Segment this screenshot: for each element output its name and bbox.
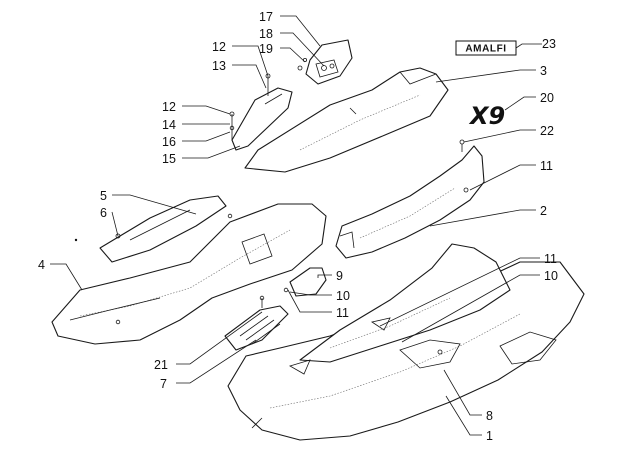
callout-12-top: 12 <box>212 40 226 54</box>
leader-lines <box>50 15 542 436</box>
callout-11-right: 11 <box>540 159 553 173</box>
part-23-brand-badge: AMALFI <box>455 40 517 56</box>
callout-14: 14 <box>162 118 176 132</box>
part-2-tunnel-panel <box>335 145 485 259</box>
part-1-side-panel <box>227 261 585 441</box>
part-4-leg-shield <box>51 203 327 345</box>
callout-1: 1 <box>486 429 493 443</box>
callout-11-lower: 11 <box>544 252 557 266</box>
callout-10-mid: 10 <box>336 289 350 303</box>
callout-22: 22 <box>540 124 554 138</box>
part-5-inner-panel <box>99 195 233 263</box>
part-9-small-cover <box>283 267 327 297</box>
callout-20: 20 <box>540 91 554 105</box>
callout-13: 13 <box>212 59 226 73</box>
callout-16: 16 <box>162 135 176 149</box>
callout-17: 17 <box>259 10 273 24</box>
part-20-model-logo: X9 <box>468 102 505 130</box>
callout-labels: 17 18 19 12 13 12 14 16 15 23 3 20 22 11… <box>38 10 558 443</box>
part-3-center-cover <box>244 67 449 173</box>
callout-6: 6 <box>100 206 107 220</box>
part-7-footrest <box>224 295 289 351</box>
callout-4: 4 <box>38 258 45 272</box>
callout-10-lower: 10 <box>544 269 558 283</box>
callout-21: 21 <box>154 358 168 372</box>
stray-dot <box>74 238 78 242</box>
callout-15: 15 <box>162 152 176 166</box>
brand-badge-text: AMALFI <box>465 44 506 55</box>
callout-11-mid: 11 <box>336 306 349 320</box>
callout-8: 8 <box>486 409 493 423</box>
callout-2: 2 <box>540 204 547 218</box>
callout-3: 3 <box>540 64 547 78</box>
callout-9: 9 <box>336 269 343 283</box>
part-10-upper-side-panel <box>288 243 511 375</box>
callout-23: 23 <box>542 37 556 51</box>
part-12-16-side-bracket <box>229 73 293 151</box>
model-logo-text: X9 <box>468 102 505 130</box>
callout-12-lower: 12 <box>162 100 176 114</box>
callout-7: 7 <box>160 377 167 391</box>
callout-19: 19 <box>259 42 273 56</box>
callout-5: 5 <box>100 189 107 203</box>
callout-18: 18 <box>259 27 273 41</box>
part-22-screw <box>459 139 465 152</box>
